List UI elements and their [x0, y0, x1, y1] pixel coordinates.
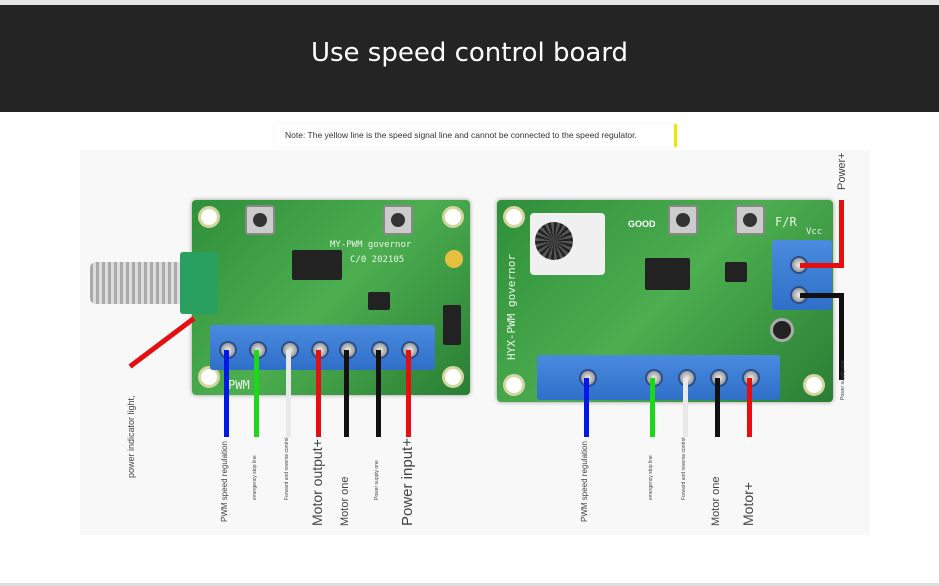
board-silkscreen: C/0 202105: [350, 255, 405, 265]
push-button: [383, 205, 413, 235]
wire: [683, 378, 688, 437]
potentiometer-body: [180, 252, 218, 314]
capacitor: [445, 250, 463, 268]
top-border: [0, 0, 939, 5]
wire: [584, 378, 589, 437]
transistor: [725, 262, 747, 282]
mount-hole: [503, 206, 525, 228]
board-silkscreen: PWM: [228, 378, 250, 392]
ic-chip: [645, 258, 690, 290]
wire: [254, 350, 259, 437]
power-minus-label: Power supply one: [840, 360, 846, 400]
mount-hole: [198, 206, 220, 228]
power-minus-wire: [839, 293, 844, 380]
bottom-border: [0, 583, 939, 586]
wire: [316, 350, 321, 437]
ic-chip: [292, 250, 342, 280]
wire: [650, 378, 655, 437]
wire-label: PWM speed regulation: [580, 441, 589, 522]
wire: [747, 378, 752, 437]
wire-label: PWM speed regulation: [220, 441, 229, 522]
indicator-label: power indicator light,: [126, 395, 136, 478]
transistor: [368, 292, 390, 310]
wire-label: Power input+: [398, 438, 416, 526]
power-plus-label: Power+: [836, 152, 848, 190]
mount-hole: [803, 374, 825, 396]
wire-label: Forward and reverse control: [680, 437, 687, 500]
board-silkscreen: MY-PWM governor: [330, 240, 412, 250]
note-box: Note: The yellow line is the speed signa…: [275, 124, 677, 147]
wire-label: Motor output+: [309, 439, 325, 526]
wire-label: emergency stop line: [647, 455, 654, 500]
push-button: [245, 205, 275, 235]
power-minus-wire: [800, 293, 844, 298]
power-plus-wire: [839, 200, 844, 268]
board-silkscreen: Vcc: [806, 227, 823, 237]
mount-hole: [503, 374, 525, 396]
board-silkscreen: F/R: [775, 215, 797, 229]
header-banner: [0, 5, 939, 112]
wire: [344, 350, 349, 437]
wire-label: emergency stop line: [251, 455, 258, 500]
push-button: [668, 205, 698, 235]
good-label: GOOD: [628, 219, 656, 229]
wire-label: Motor one: [709, 476, 722, 526]
capacitor: [770, 318, 794, 342]
potentiometer-shaft: [90, 262, 185, 304]
wire-label: Motor+: [740, 482, 756, 526]
page-title: Use speed control board: [310, 38, 629, 68]
mount-hole: [442, 366, 464, 388]
wire: [715, 378, 720, 437]
wire-label: Power supply one: [373, 460, 380, 500]
power-plus-wire: [800, 263, 844, 268]
wire-label: Forward and reverse control: [283, 437, 290, 500]
push-button: [735, 205, 765, 235]
wire: [376, 350, 381, 437]
potentiometer-knob: [535, 222, 573, 260]
mount-hole: [442, 206, 464, 228]
mount-hole: [198, 366, 220, 388]
diode: [443, 305, 461, 345]
wire: [286, 350, 291, 437]
wire: [224, 350, 229, 437]
wire: [406, 350, 411, 437]
wire-label: Motor one: [338, 476, 351, 526]
board-silkscreen: HYX-PWM governor: [505, 254, 518, 360]
